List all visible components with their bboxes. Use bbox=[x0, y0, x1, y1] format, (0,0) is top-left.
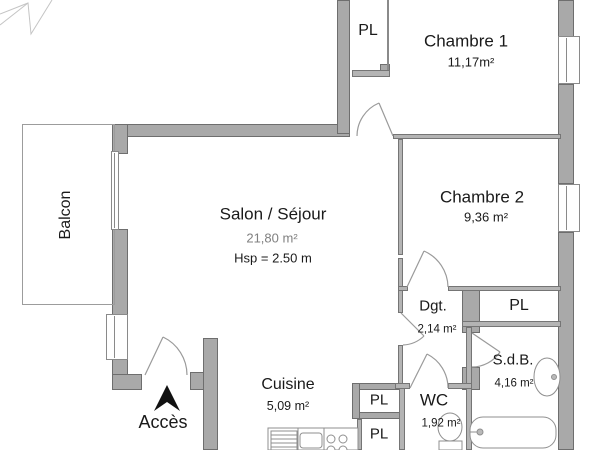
wall bbox=[558, 232, 574, 450]
wall bbox=[448, 286, 561, 291]
wall bbox=[352, 70, 390, 77]
kitchen-counter-icon bbox=[267, 427, 359, 450]
room-area-cuisine: 5,09 m² bbox=[266, 398, 310, 413]
room-label-sdb: S.d.B. bbox=[492, 351, 534, 369]
closet-label-kitchen-1: PL bbox=[369, 391, 389, 409]
wc-door bbox=[409, 353, 449, 389]
fixtures bbox=[267, 357, 561, 450]
room-area-chambre2: 9,36 m² bbox=[463, 209, 509, 225]
window bbox=[558, 184, 580, 232]
chambre1-door bbox=[356, 102, 394, 137]
room-area-salon: 21,80 m² bbox=[246, 230, 298, 246]
room-note-salon: Hsp = 2.50 m bbox=[234, 250, 312, 266]
room-area-sdb: 4,16 m² bbox=[494, 377, 534, 390]
window bbox=[558, 36, 580, 84]
wall bbox=[203, 338, 218, 450]
wall bbox=[337, 0, 350, 134]
washbasin-icon bbox=[533, 357, 561, 397]
access-arrow-icon bbox=[154, 385, 180, 411]
window-pane bbox=[114, 153, 115, 228]
room-label-acces: Accès bbox=[138, 412, 188, 432]
wall bbox=[398, 139, 403, 255]
window-pane bbox=[566, 186, 567, 230]
wall bbox=[398, 345, 403, 388]
wall bbox=[112, 124, 128, 154]
window-pane bbox=[566, 38, 567, 82]
wall bbox=[352, 383, 360, 419]
wall bbox=[395, 383, 410, 389]
room-area-dgt: 2,14 m² bbox=[417, 323, 457, 336]
closet-label-kitchen-2: PL bbox=[369, 425, 389, 443]
balcony-sliding-door bbox=[111, 151, 119, 230]
room-label-chambre1: Chambre 1 bbox=[423, 31, 509, 51]
window-pane bbox=[114, 316, 115, 358]
room-label-dgt: Dgt. bbox=[419, 297, 447, 315]
room-label-wc: WC bbox=[419, 390, 449, 410]
room-label-balcon: Balcon bbox=[57, 190, 74, 240]
closet-label-hall: PL bbox=[509, 297, 529, 314]
room-label-salon: Salon / Séjour bbox=[219, 204, 327, 224]
wall bbox=[462, 321, 561, 327]
room-area-chambre1: 11,17m² bbox=[447, 54, 495, 70]
room-area-wc: 1,92 m² bbox=[421, 417, 461, 430]
wall bbox=[448, 383, 472, 389]
wall bbox=[112, 374, 142, 390]
closet-label-top: PL bbox=[358, 22, 378, 39]
room-label-chambre2: Chambre 2 bbox=[439, 187, 525, 207]
wall bbox=[398, 258, 403, 313]
wall bbox=[558, 0, 574, 37]
north-arrow-icon bbox=[0, 0, 53, 36]
wall bbox=[357, 419, 362, 450]
wall bbox=[399, 388, 405, 450]
door-arcs bbox=[144, 102, 501, 389]
wall bbox=[393, 134, 561, 139]
wall bbox=[112, 124, 350, 137]
wall bbox=[398, 286, 408, 291]
chambre2-door bbox=[406, 250, 449, 288]
bathtub-icon bbox=[469, 416, 557, 449]
window bbox=[106, 314, 128, 360]
closet-partition bbox=[387, 0, 389, 70]
entry-door bbox=[144, 336, 188, 376]
room-label-cuisine: Cuisine bbox=[261, 376, 315, 393]
